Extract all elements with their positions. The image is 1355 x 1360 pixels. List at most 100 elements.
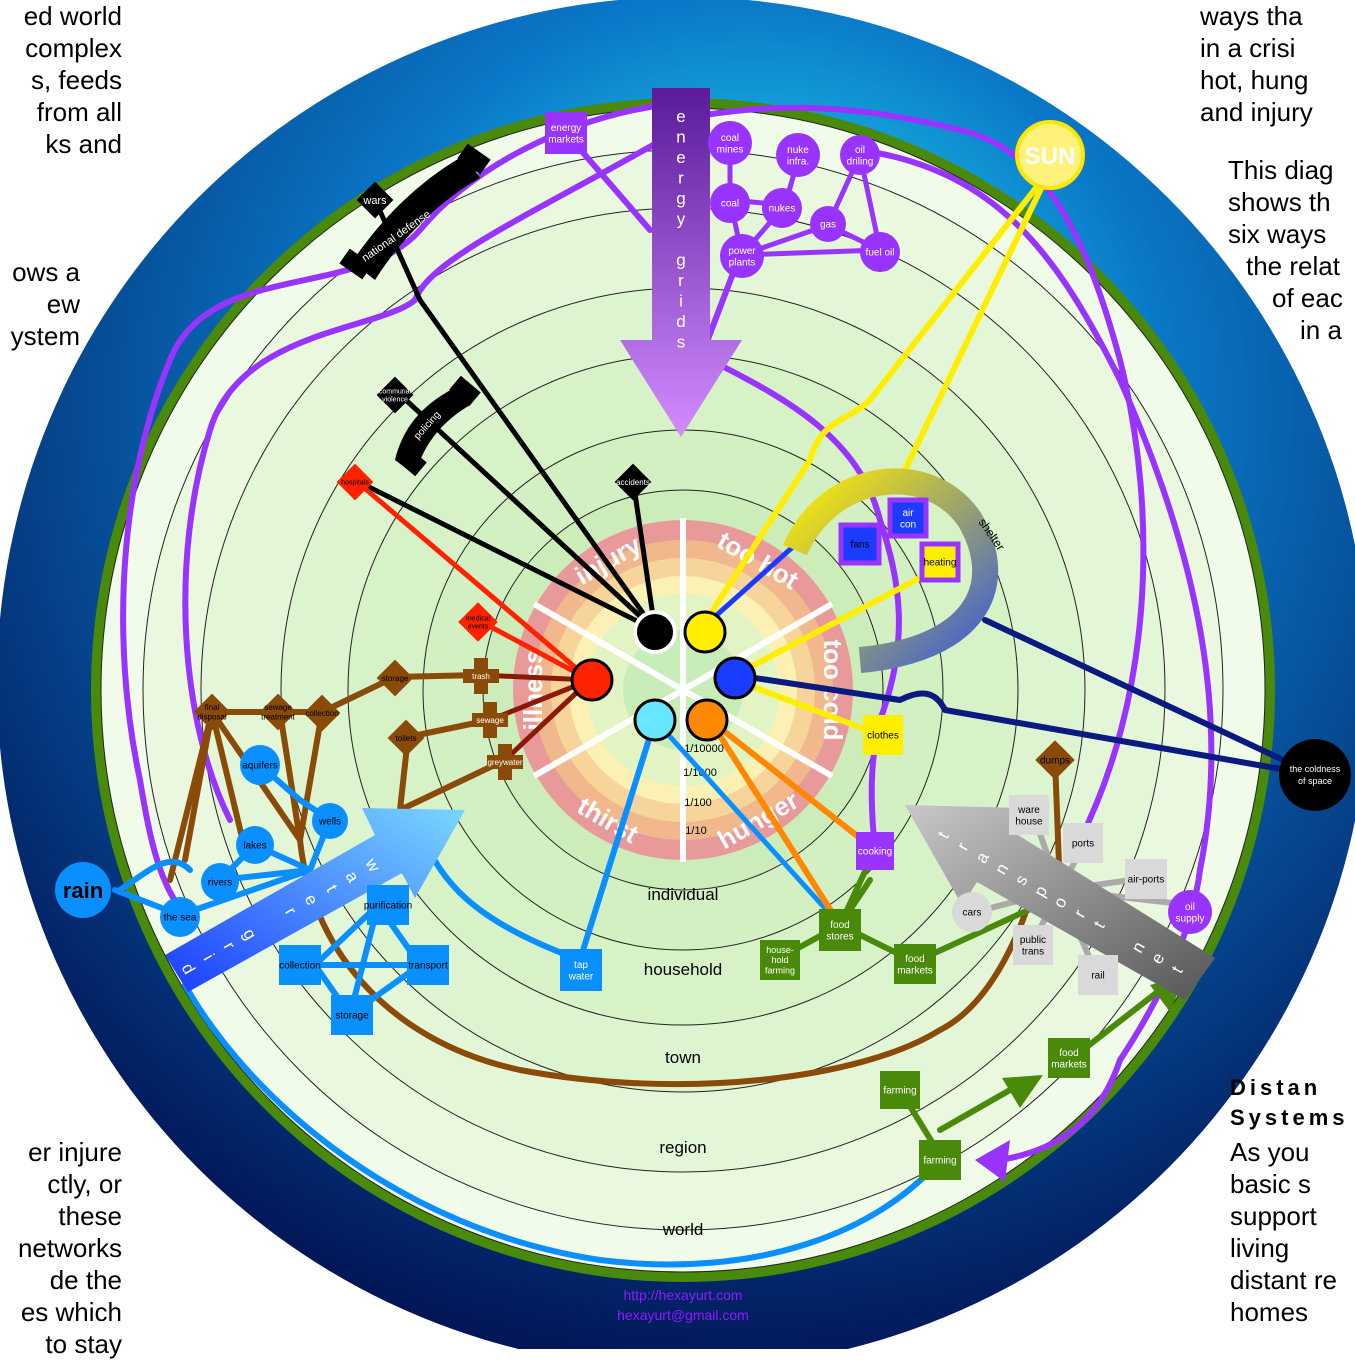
sun-label: SUN bbox=[1025, 143, 1076, 170]
illness-line-hospitals bbox=[352, 477, 593, 683]
transport-water-node bbox=[407, 945, 449, 985]
ring-label-region: region bbox=[659, 1138, 706, 1157]
coal-mines-node-label-line-0: coal bbox=[721, 133, 739, 144]
tap-water-node bbox=[560, 949, 602, 991]
sewage-node-h bbox=[472, 713, 508, 727]
cooking-node-label-line-0: cooking bbox=[858, 847, 892, 858]
dumps-node bbox=[1035, 740, 1075, 780]
scale-label-10: 1/10 bbox=[685, 825, 706, 837]
oil-drilling-node-label-line-1: driling bbox=[847, 156, 874, 167]
oil-drilling-node bbox=[840, 135, 880, 175]
wars-node-label-line-0: wars bbox=[362, 195, 387, 207]
sun-node bbox=[1015, 120, 1085, 190]
collection-water-node-label-line-0: collection bbox=[279, 961, 321, 972]
st_bl-line: ctly, or bbox=[47, 1169, 122, 1199]
st_br-line: living bbox=[1230, 1233, 1290, 1263]
energy-grid-letter: r bbox=[678, 169, 684, 188]
the-sea-node-label-line-0: the sea bbox=[164, 913, 197, 924]
injury-line-hospitals bbox=[352, 477, 658, 633]
transport-water-node-label-line-0: transport bbox=[408, 961, 448, 972]
thirst-node bbox=[633, 698, 677, 742]
household-farming-node-label-line-2: farming bbox=[765, 966, 795, 976]
clothes-node-label-line-0: clothes bbox=[867, 731, 899, 742]
oil-supply-node bbox=[1168, 890, 1212, 934]
st_bl-line: to stay bbox=[45, 1329, 122, 1359]
coldness-label-2: of space bbox=[1298, 776, 1332, 786]
fans-node-label-line-0: fans bbox=[851, 540, 870, 551]
too-cold-node bbox=[713, 656, 757, 700]
st_tr-line: in a crisi bbox=[1200, 33, 1296, 63]
farming-small-node bbox=[880, 1071, 920, 1109]
st_br-line: support bbox=[1230, 1201, 1317, 1231]
energy-grid-letter: e bbox=[676, 148, 685, 167]
energy-line-farming bbox=[997, 1057, 1123, 1163]
injury-node bbox=[633, 610, 677, 654]
storage-sanitation-node bbox=[376, 659, 414, 697]
toilets-node bbox=[387, 719, 425, 757]
dumps-node-label-line-0: dumps bbox=[1040, 756, 1070, 767]
public-trans-node-label-line-1: trans bbox=[1022, 946, 1044, 957]
household-farming-node-label-line-0: house- bbox=[766, 945, 794, 955]
accidents-node bbox=[614, 463, 652, 501]
energy-markets-node-label-line-1: markets bbox=[548, 134, 584, 145]
hot-line-heating bbox=[732, 567, 938, 678]
illness-line-medical bbox=[475, 617, 593, 683]
greywater-node-label-line-0: greywater bbox=[487, 758, 522, 767]
ring-label-individual: individual bbox=[648, 885, 719, 904]
farming-node bbox=[919, 1140, 961, 1180]
purification-node-label-line-0: purification bbox=[364, 901, 412, 912]
food-stores-node-label-line-0: food bbox=[830, 920, 849, 931]
ring-label-town: town bbox=[665, 1048, 701, 1067]
energy-grid-letter: g bbox=[676, 251, 685, 270]
st_brh-line: Systems bbox=[1230, 1105, 1349, 1130]
st_mr-line: shows th bbox=[1228, 187, 1331, 217]
energy-grid-letter: e bbox=[676, 107, 685, 126]
hot-line-sun-1 bbox=[697, 167, 1053, 633]
cooking-node bbox=[856, 832, 894, 870]
st_mr-line: six ways bbox=[1228, 219, 1327, 249]
clothes-node bbox=[863, 715, 903, 755]
air-con-node-label-line-1: con bbox=[900, 519, 916, 530]
farming-node-label-line-0: farming bbox=[923, 1156, 956, 1167]
medical-events-node-label-line-1: events bbox=[468, 623, 489, 630]
household-farming-node bbox=[760, 940, 800, 980]
farming-small-node-label-line-0: farming bbox=[883, 1086, 916, 1097]
food-markets-region-node-label-line-0: food bbox=[1059, 1048, 1078, 1059]
rivers-node bbox=[201, 863, 239, 901]
air-ports-node-label-line-0: air-ports bbox=[1128, 875, 1165, 886]
coal-node bbox=[710, 183, 750, 223]
final-disposal-node-label-line-0: final bbox=[205, 703, 220, 712]
gas-node-label-line-0: gas bbox=[820, 220, 836, 231]
accidents-node-label-line-0: accidents bbox=[616, 478, 650, 487]
ports-node-label-line-0: ports bbox=[1072, 839, 1094, 850]
cold-line-space bbox=[732, 672, 1318, 778]
st_mr-line: the relat bbox=[1246, 251, 1340, 281]
food-markets-region-node-label-line-1: markets bbox=[1051, 1059, 1087, 1070]
coal-mines-node-label-line-1: mines bbox=[717, 144, 744, 155]
communal-violence-node-label-line-1: violence bbox=[382, 396, 408, 403]
energy-line-left-2 bbox=[182, 137, 665, 823]
warehouse-node bbox=[1009, 795, 1049, 835]
lakes-node-label-line-0: lakes bbox=[243, 841, 266, 852]
footer-email: hexayurt@gmail.com bbox=[617, 1307, 749, 1323]
wells-node bbox=[312, 803, 348, 839]
sewage-treatment-node bbox=[259, 693, 297, 731]
sector-label-5: illness bbox=[518, 650, 548, 731]
rail-node-label-line-0: rail bbox=[1091, 971, 1104, 982]
st_tl-line: complex bbox=[25, 33, 122, 63]
oil-drilling-node-label-line-0: oil bbox=[855, 145, 865, 156]
scale-label-100: 1/100 bbox=[684, 797, 712, 809]
food-markets-node-label-line-0: food bbox=[905, 954, 924, 965]
air-con-node bbox=[887, 497, 929, 539]
st_tl-line: from all bbox=[36, 97, 122, 127]
ring-label-world: world bbox=[662, 1220, 704, 1239]
wells-node-label-line-0: wells bbox=[318, 817, 341, 828]
gas-node bbox=[810, 206, 846, 242]
power-plants-node bbox=[720, 234, 764, 278]
